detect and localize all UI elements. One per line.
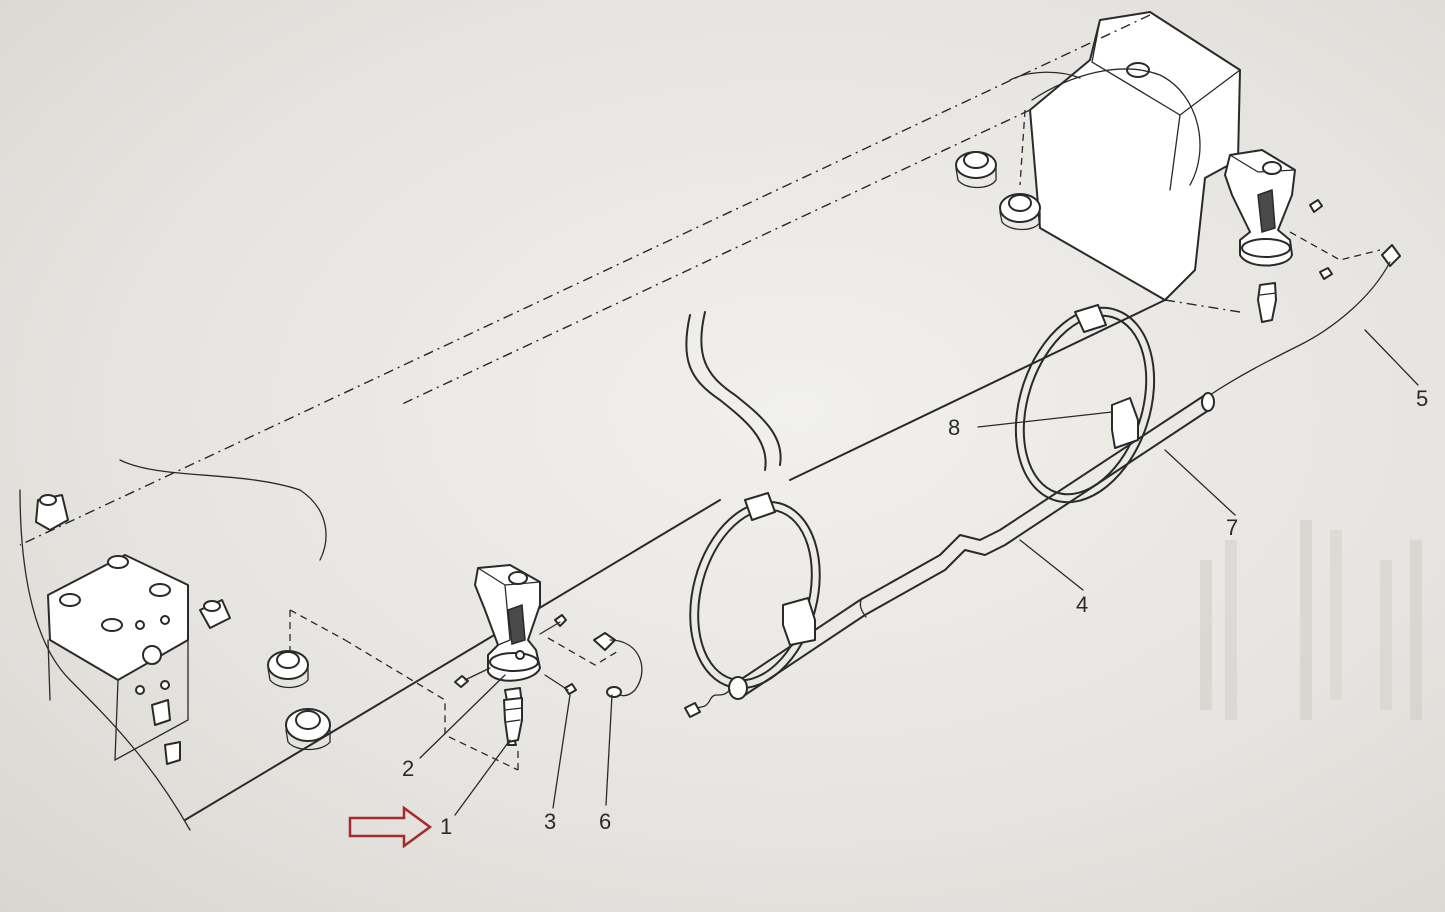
callout-4: 4 — [1076, 592, 1088, 617]
barrel-bosses — [267, 151, 1041, 751]
front-valve-block — [19, 459, 327, 831]
hose-clamps — [689, 304, 1156, 690]
callout-6: 6 — [599, 809, 611, 834]
front-sensor-bracket — [289, 564, 643, 771]
callout-8: 8 — [948, 415, 960, 440]
callout-2: 2 — [402, 756, 414, 781]
cylinder-barrel — [19, 14, 1166, 821]
callout-leaders — [419, 329, 1419, 816]
callout-3: 3 — [544, 809, 556, 834]
sensor-tube — [684, 392, 1215, 718]
cylinder-rear-head — [1009, 11, 1241, 313]
callout-7: 7 — [1226, 515, 1238, 540]
outlined-right-arrow-icon — [348, 805, 433, 849]
bleed-through-text — [1200, 520, 1422, 720]
callout-5: 5 — [1416, 386, 1428, 411]
callout-1: 1 — [440, 814, 452, 839]
rear-sensor-bracket — [1209, 149, 1401, 396]
